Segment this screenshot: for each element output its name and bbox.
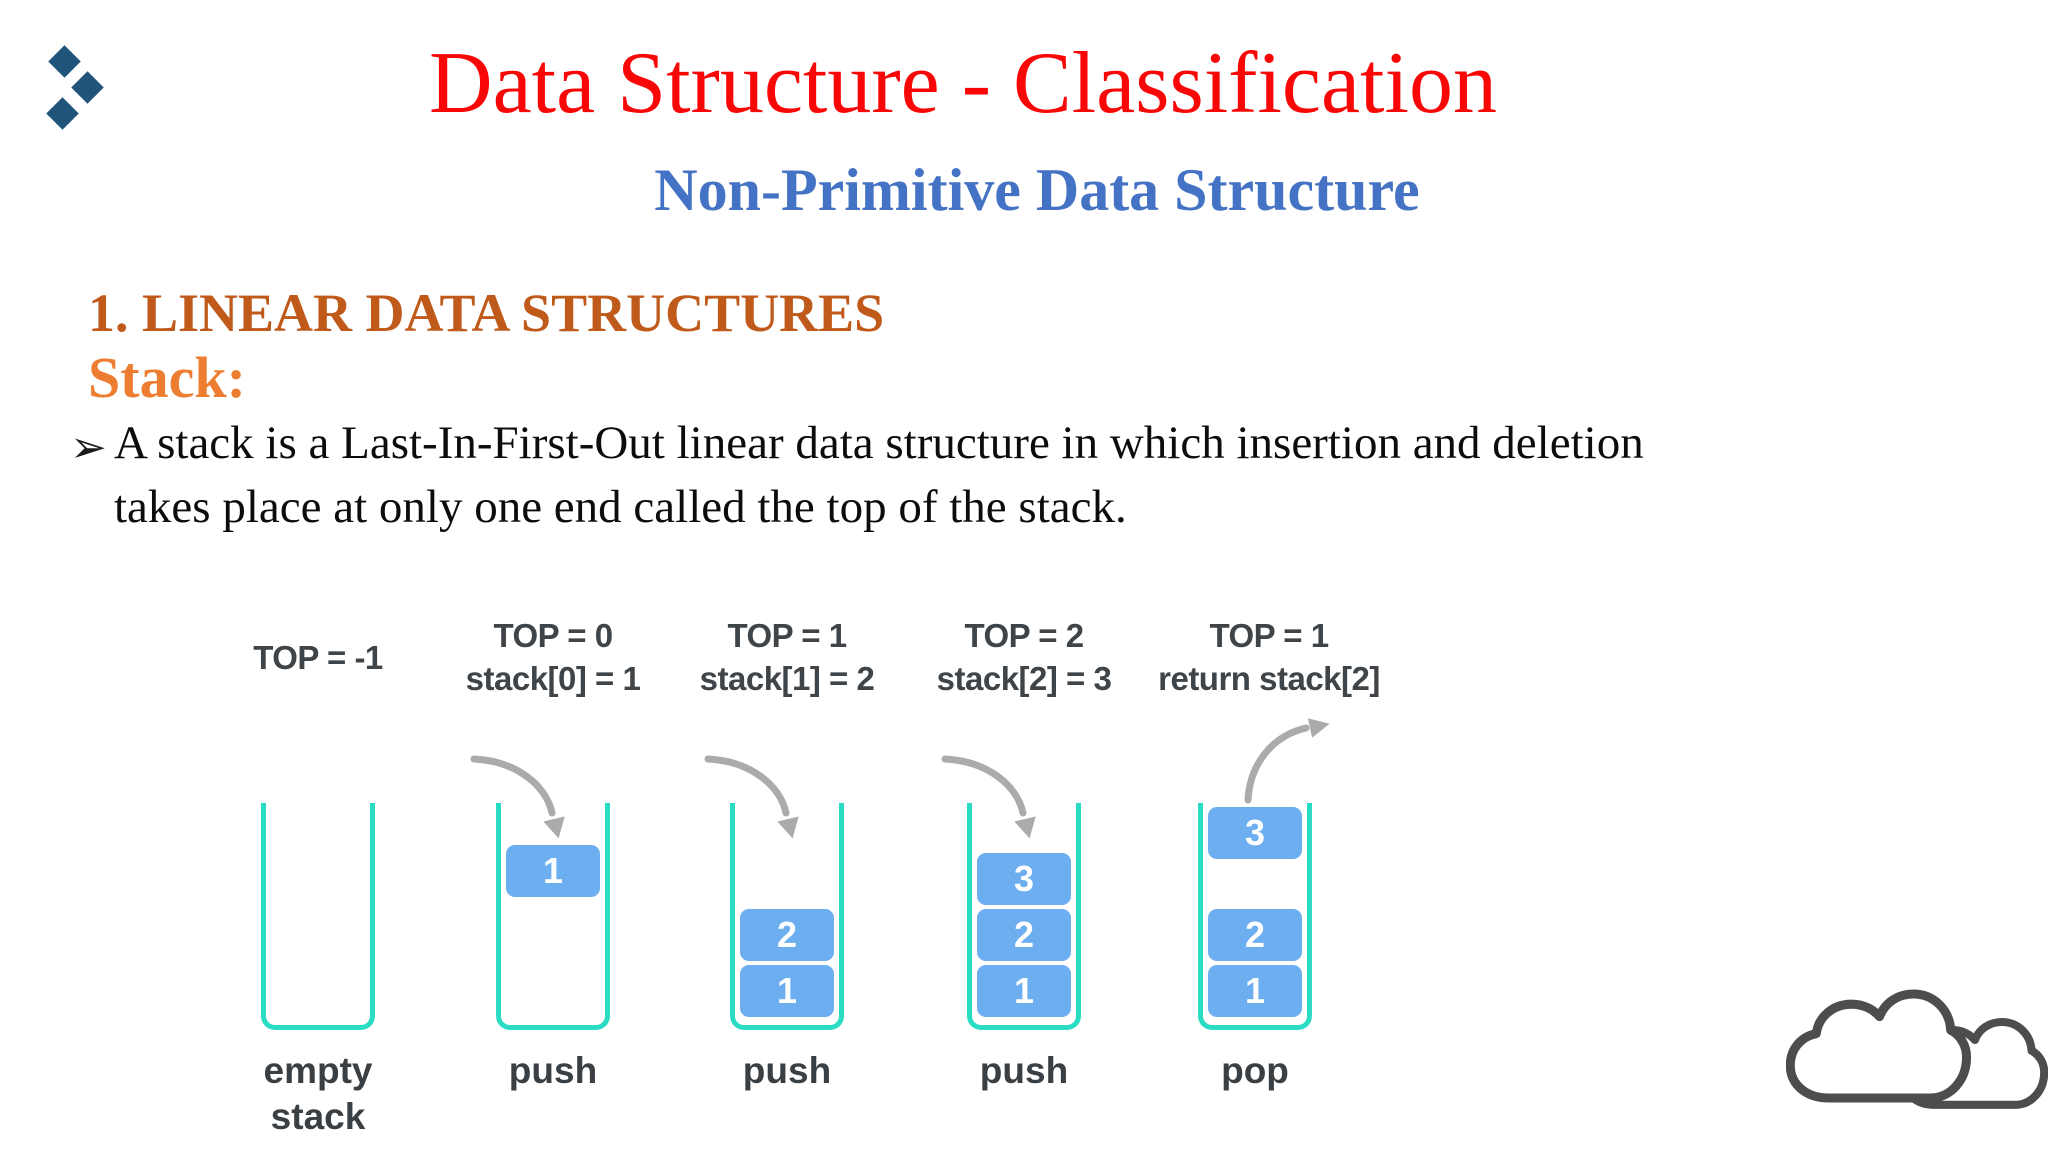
clouds-icon [1786, 989, 2048, 1109]
stage-caption: empty stack [203, 1048, 433, 1140]
bullet-text-line1: A stack is a Last-In-First-Out linear da… [114, 417, 1644, 469]
stack-container [1198, 803, 1312, 1030]
assignment-label: stack[1] = 2 [699, 660, 875, 697]
return-label: return stack[2] [1158, 660, 1380, 697]
stack-block: 1 [740, 965, 834, 1017]
stack-block: 2 [1208, 909, 1302, 961]
stage-state-label: TOP = 2 stack[2] = 3 [869, 614, 1179, 700]
stage-caption: push [438, 1048, 668, 1094]
top-value-label: TOP = 1 [727, 617, 847, 654]
pop-arrow-icon [1244, 718, 1330, 804]
stack-stage-push-2: TOP = 1 stack[1] = 2 2 1 push [672, 600, 902, 1152]
bullet-arrow-icon: ➢ [70, 422, 107, 473]
stack-container [730, 803, 844, 1030]
slide-title: Data Structure - Classification [429, 35, 1497, 132]
stack-stage-empty: TOP = -1 empty stack [203, 600, 433, 1152]
caption-line: push [979, 1050, 1069, 1091]
stack-block: 1 [977, 965, 1071, 1017]
logo-diamonds-icon [40, 36, 124, 140]
stack-stage-push-3: TOP = 2 stack[2] = 3 3 2 1 push [909, 600, 1139, 1152]
stage-state-label: TOP = 1 stack[1] = 2 [632, 614, 942, 700]
top-value-label: TOP = -1 [253, 639, 383, 676]
caption-line: stack [270, 1096, 366, 1137]
push-arrow-icon [704, 755, 799, 839]
stage-state-label: TOP = -1 [163, 636, 473, 679]
stack-container [496, 803, 610, 1030]
diamond-icon [71, 71, 104, 104]
stack-block: 2 [740, 909, 834, 961]
stack-stage-push-1: TOP = 0 stack[0] = 1 1 push [438, 600, 668, 1152]
stack-block: 3 [977, 853, 1071, 905]
caption-line: pop [1221, 1050, 1289, 1091]
section-heading: 1. LINEAR DATA STRUCTURES [88, 283, 885, 343]
stack-block: 2 [977, 909, 1071, 961]
slide-subtitle: Non-Primitive Data Structure [654, 157, 1420, 223]
caption-line: empty [263, 1050, 373, 1091]
stack-block-popped: 3 [1208, 807, 1302, 859]
stage-state-label: TOP = 0 stack[0] = 1 [398, 614, 708, 700]
stack-stage-pop: TOP = 1 return stack[2] 3 2 1 pop [1140, 600, 1380, 1152]
diamond-icon [48, 45, 81, 78]
top-value-label: TOP = 2 [964, 617, 1084, 654]
caption-line: push [742, 1050, 832, 1091]
subsection-heading: Stack: [88, 345, 246, 410]
stack-container [261, 803, 375, 1030]
stack-container [967, 803, 1081, 1030]
push-arrow-icon [941, 755, 1036, 839]
stage-caption: push [672, 1048, 902, 1094]
top-value-label: TOP = 1 [1209, 617, 1329, 654]
push-arrow-icon [470, 755, 565, 839]
stack-block: 1 [506, 845, 600, 897]
stack-block: 1 [1208, 965, 1302, 1017]
bullet-text-line2: takes place at only one end called the t… [114, 481, 1127, 533]
assignment-label: stack[2] = 3 [936, 660, 1112, 697]
diamond-icon [46, 97, 79, 130]
assignment-label: stack[0] = 1 [465, 660, 641, 697]
top-value-label: TOP = 0 [493, 617, 613, 654]
stage-caption: push [909, 1048, 1139, 1094]
stage-caption: pop [1140, 1048, 1370, 1094]
caption-line: push [508, 1050, 598, 1091]
stage-state-label: TOP = 1 return stack[2] [1114, 614, 1424, 700]
